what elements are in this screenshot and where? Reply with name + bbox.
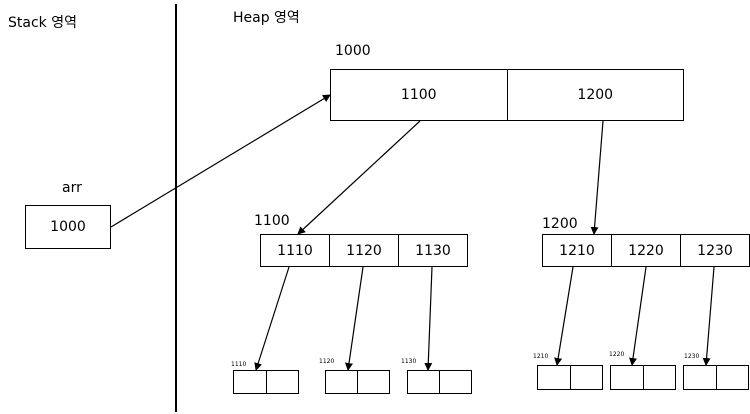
stack-var-box: 1000 [25,205,111,249]
outer-cell: 1100 [400,87,437,103]
inner-cell: 1220 [611,235,680,266]
leaf-array [407,370,472,394]
pointer-arrow [254,266,290,371]
leaf-array [325,370,390,394]
leaf-cell [265,371,299,393]
outer-array: 1100 1200 [330,69,684,121]
leaf-array [683,365,749,390]
leaf-array-address: 1220 [609,351,625,358]
inner-cell: 1110 [277,242,313,259]
pointer-arrow [345,266,364,371]
stack-region-label: Stack 영역 [8,15,77,31]
pointer-arrow [424,266,433,371]
stack-var-label: arr [62,180,82,196]
leaf-array [233,370,299,394]
leaf-cell [569,366,603,389]
leaf-cell [439,371,471,393]
inner-cell: 1230 [680,235,749,266]
leaf-cell [642,366,676,389]
leaf-array [610,365,676,390]
pointer-arrow [590,120,604,235]
leaf-cell [715,366,749,389]
inner-array-address: 1100 [254,213,290,229]
pointer-arrow [629,266,647,366]
leaf-array-address: 1110 [231,361,247,368]
pointer-arrow [702,266,715,366]
region-divider [175,4,177,412]
pointer-arrow [110,94,331,228]
stack-var-value: 1000 [50,219,86,235]
heap-region-label: Heap 영역 [233,10,300,26]
pointer-arrow [554,266,574,366]
inner-cell: 1120 [329,235,398,266]
inner-array-address: 1200 [542,216,578,232]
outer-array-address: 1000 [335,43,371,59]
inner-array: 1110 1120 1130 [260,234,468,267]
leaf-array-address: 1130 [401,358,417,365]
leaf-array-address: 1120 [319,358,335,365]
inner-cell: 1210 [559,242,595,259]
leaf-array-address: 1230 [684,353,700,360]
leaf-array-address: 1210 [533,353,549,360]
leaf-cell [357,371,389,393]
pointer-arrow [297,120,421,235]
inner-cell: 1130 [398,235,467,266]
leaf-array [537,365,603,390]
outer-cell: 1200 [506,70,684,120]
